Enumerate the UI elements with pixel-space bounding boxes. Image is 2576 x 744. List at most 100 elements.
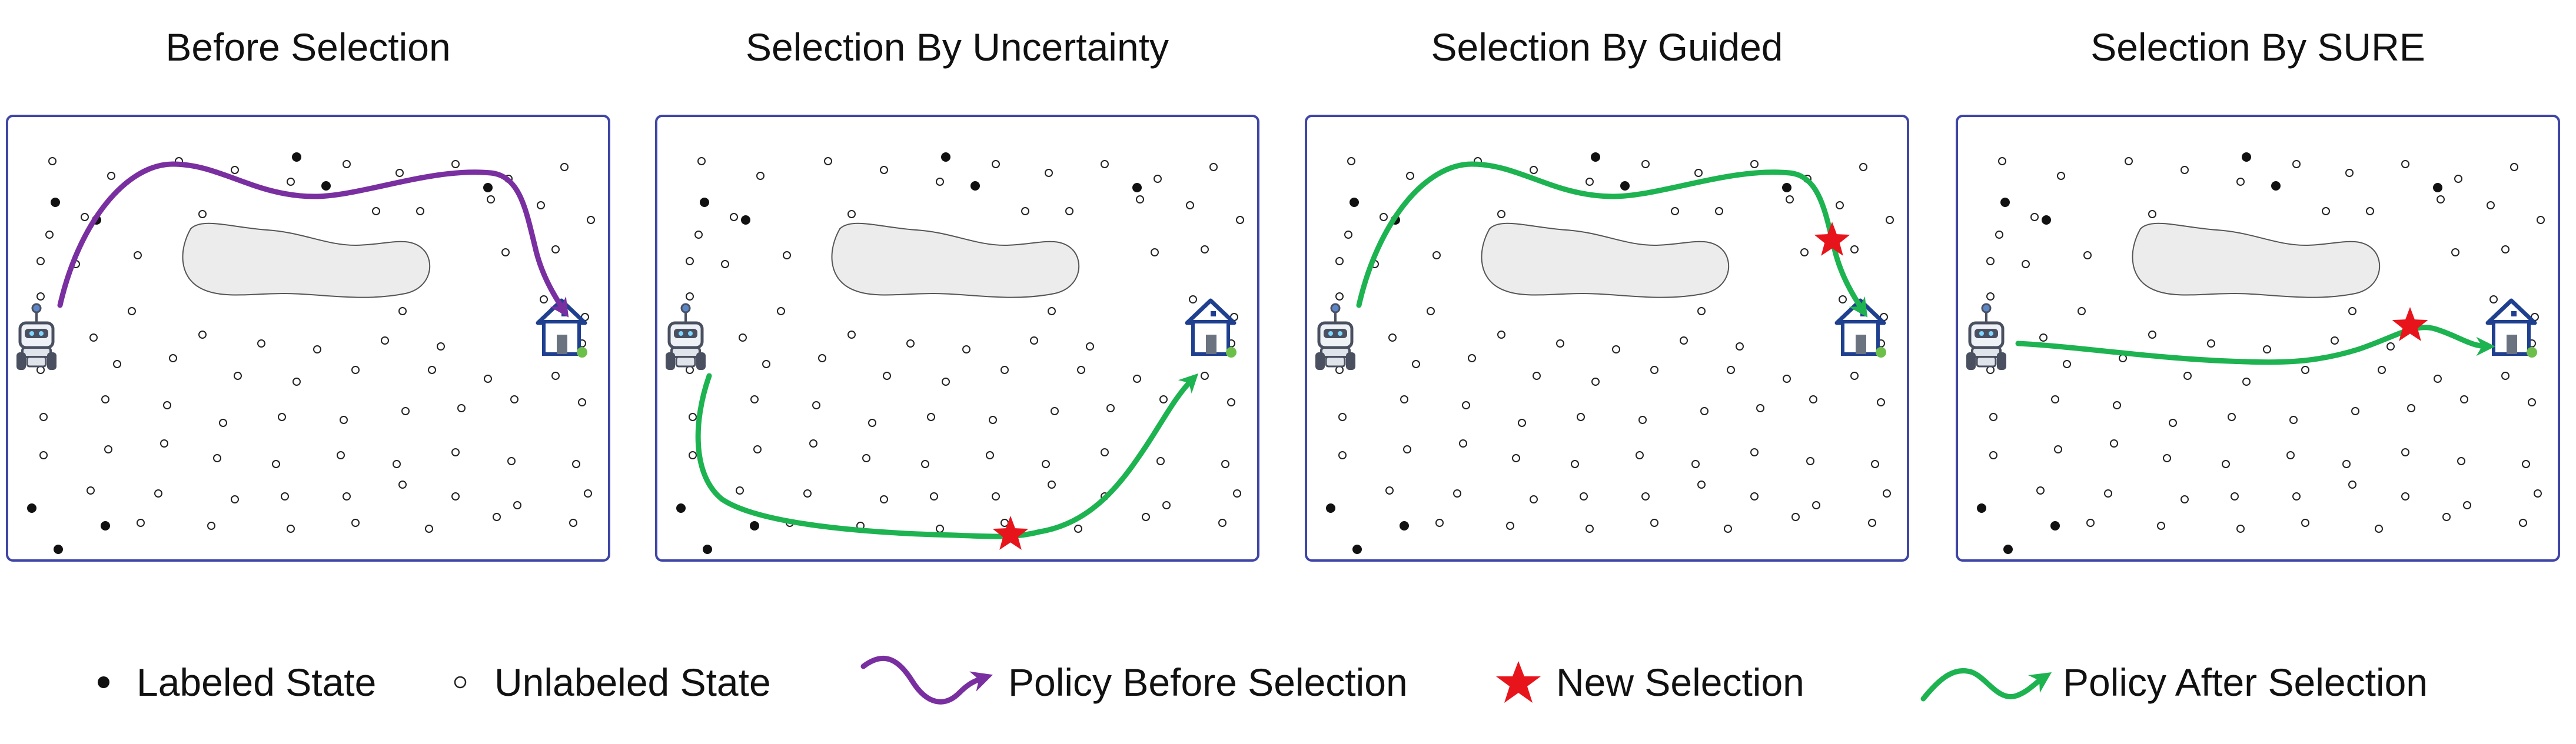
unlabeled-state [1877,398,1885,406]
unlabeled-state [1001,366,1009,374]
star-icon [2392,307,2428,341]
unlabeled-state [1156,457,1165,465]
unlabeled-state [697,157,706,165]
unlabeled-state [1335,292,1344,301]
unlabeled-state [1412,360,1420,368]
unlabeled-state [207,522,215,530]
unlabeled-state [231,166,239,174]
unlabeled-state [89,333,98,342]
unlabeled-state [2231,492,2239,501]
labeled-state [2242,152,2251,162]
unlabeled-state [257,339,265,348]
unlabeled-state [1518,419,1526,427]
unlabeled-state [812,401,820,409]
panel-title-guided: Selection By Guided [1431,25,1783,69]
unlabeled-state [540,295,548,303]
unlabeled-state [1986,292,1995,301]
unlabeled-state [2104,489,2112,498]
unlabeled-state [1750,160,1759,168]
unlabeled-state [2375,525,2383,533]
unlabeled-state [1586,178,1594,186]
unlabeled-state [2169,419,2177,427]
unlabeled-state [154,489,162,498]
unlabeled-state [936,178,944,186]
unlabeled-state [1750,448,1759,456]
unlabeled-state [1886,216,1894,224]
unlabeled-state [1571,460,1579,468]
unlabeled-state [493,513,501,521]
unlabeled-state [2063,360,2071,368]
policy-after-wave-icon [1920,668,2052,702]
unlabeled-state [572,460,580,468]
unlabeled-state [1162,501,1171,509]
unlabeled-state [906,339,915,348]
unlabeled-state [1201,245,1209,253]
labeled-state [1400,521,1409,531]
unlabeled-state [137,519,145,527]
unlabeled-state [2401,160,2409,168]
unlabeled-state [292,378,301,386]
unlabeled-state [847,331,856,339]
unlabeled-state [313,345,321,353]
unlabeled-state [962,345,970,353]
unlabeled-state [942,378,950,386]
unlabeled-state [569,519,577,527]
policy-path [2015,325,2495,365]
unlabeled-state [39,413,48,421]
star-icon [992,516,1029,550]
unlabeled-state [2039,333,2047,342]
unlabeled-state [1201,372,1209,380]
robot-icon [1966,303,2006,370]
unlabeled-state [1338,451,1347,459]
legend-policy-after: Policy After Selection [2063,660,2428,704]
unlabeled-state [1335,366,1344,374]
unlabeled-state [48,157,56,165]
unlabeled-state [451,160,460,168]
unlabeled-state [2057,172,2065,180]
unlabeled-state [1048,481,1056,489]
unlabeled-state [2487,201,2495,209]
unlabeled-state [730,213,738,221]
unlabeled-state [1101,448,1109,456]
unlabeled-state [2036,486,2045,495]
unlabeled-state [1650,519,1658,527]
unlabeled-state [2534,489,2542,498]
unlabeled-state [451,448,460,456]
unlabeled-state [2331,336,2339,345]
unlabeled-state [1077,366,1085,374]
legend-labeled-state: Labeled State [137,660,377,704]
unlabeled-state [992,492,1000,501]
unlabeled-state [777,307,785,315]
unlabeled-state [2222,460,2230,468]
unlabeled-state [1380,213,1388,221]
unlabeled-state [1236,216,1244,224]
unlabeled-state [2366,207,2374,215]
star-icon [1814,222,1850,256]
unlabeled-state [1133,375,1141,383]
unlabeled-state [1462,401,1470,409]
labeled-state [741,215,750,225]
unlabeled-state [1680,336,1688,345]
unlabeled-state [2054,445,2062,453]
unlabeled-state [1724,525,1732,533]
unlabeled-state [584,489,592,498]
unlabeled-state [2030,213,2039,221]
unlabeled-state [1533,372,1541,380]
unlabeled-state [2086,519,2095,527]
unlabeled-state [2148,331,2156,339]
unlabeled-state [425,525,433,533]
unlabeled-state [198,210,207,218]
unlabeled-state [1186,201,1194,209]
unlabeled-state [2181,166,2189,174]
unlabeled-state [81,213,89,221]
unlabeled-state [428,366,436,374]
unlabeled-state [862,454,870,462]
unlabeled-state [451,492,460,501]
unlabeled-state [1697,307,1706,315]
unlabeled-state [1530,166,1538,174]
labeled-state [54,545,63,554]
unlabeled-state [2236,178,2245,186]
unlabeled-state [2342,460,2351,468]
unlabeled-state [398,307,407,315]
unlabeled-state [381,336,389,345]
